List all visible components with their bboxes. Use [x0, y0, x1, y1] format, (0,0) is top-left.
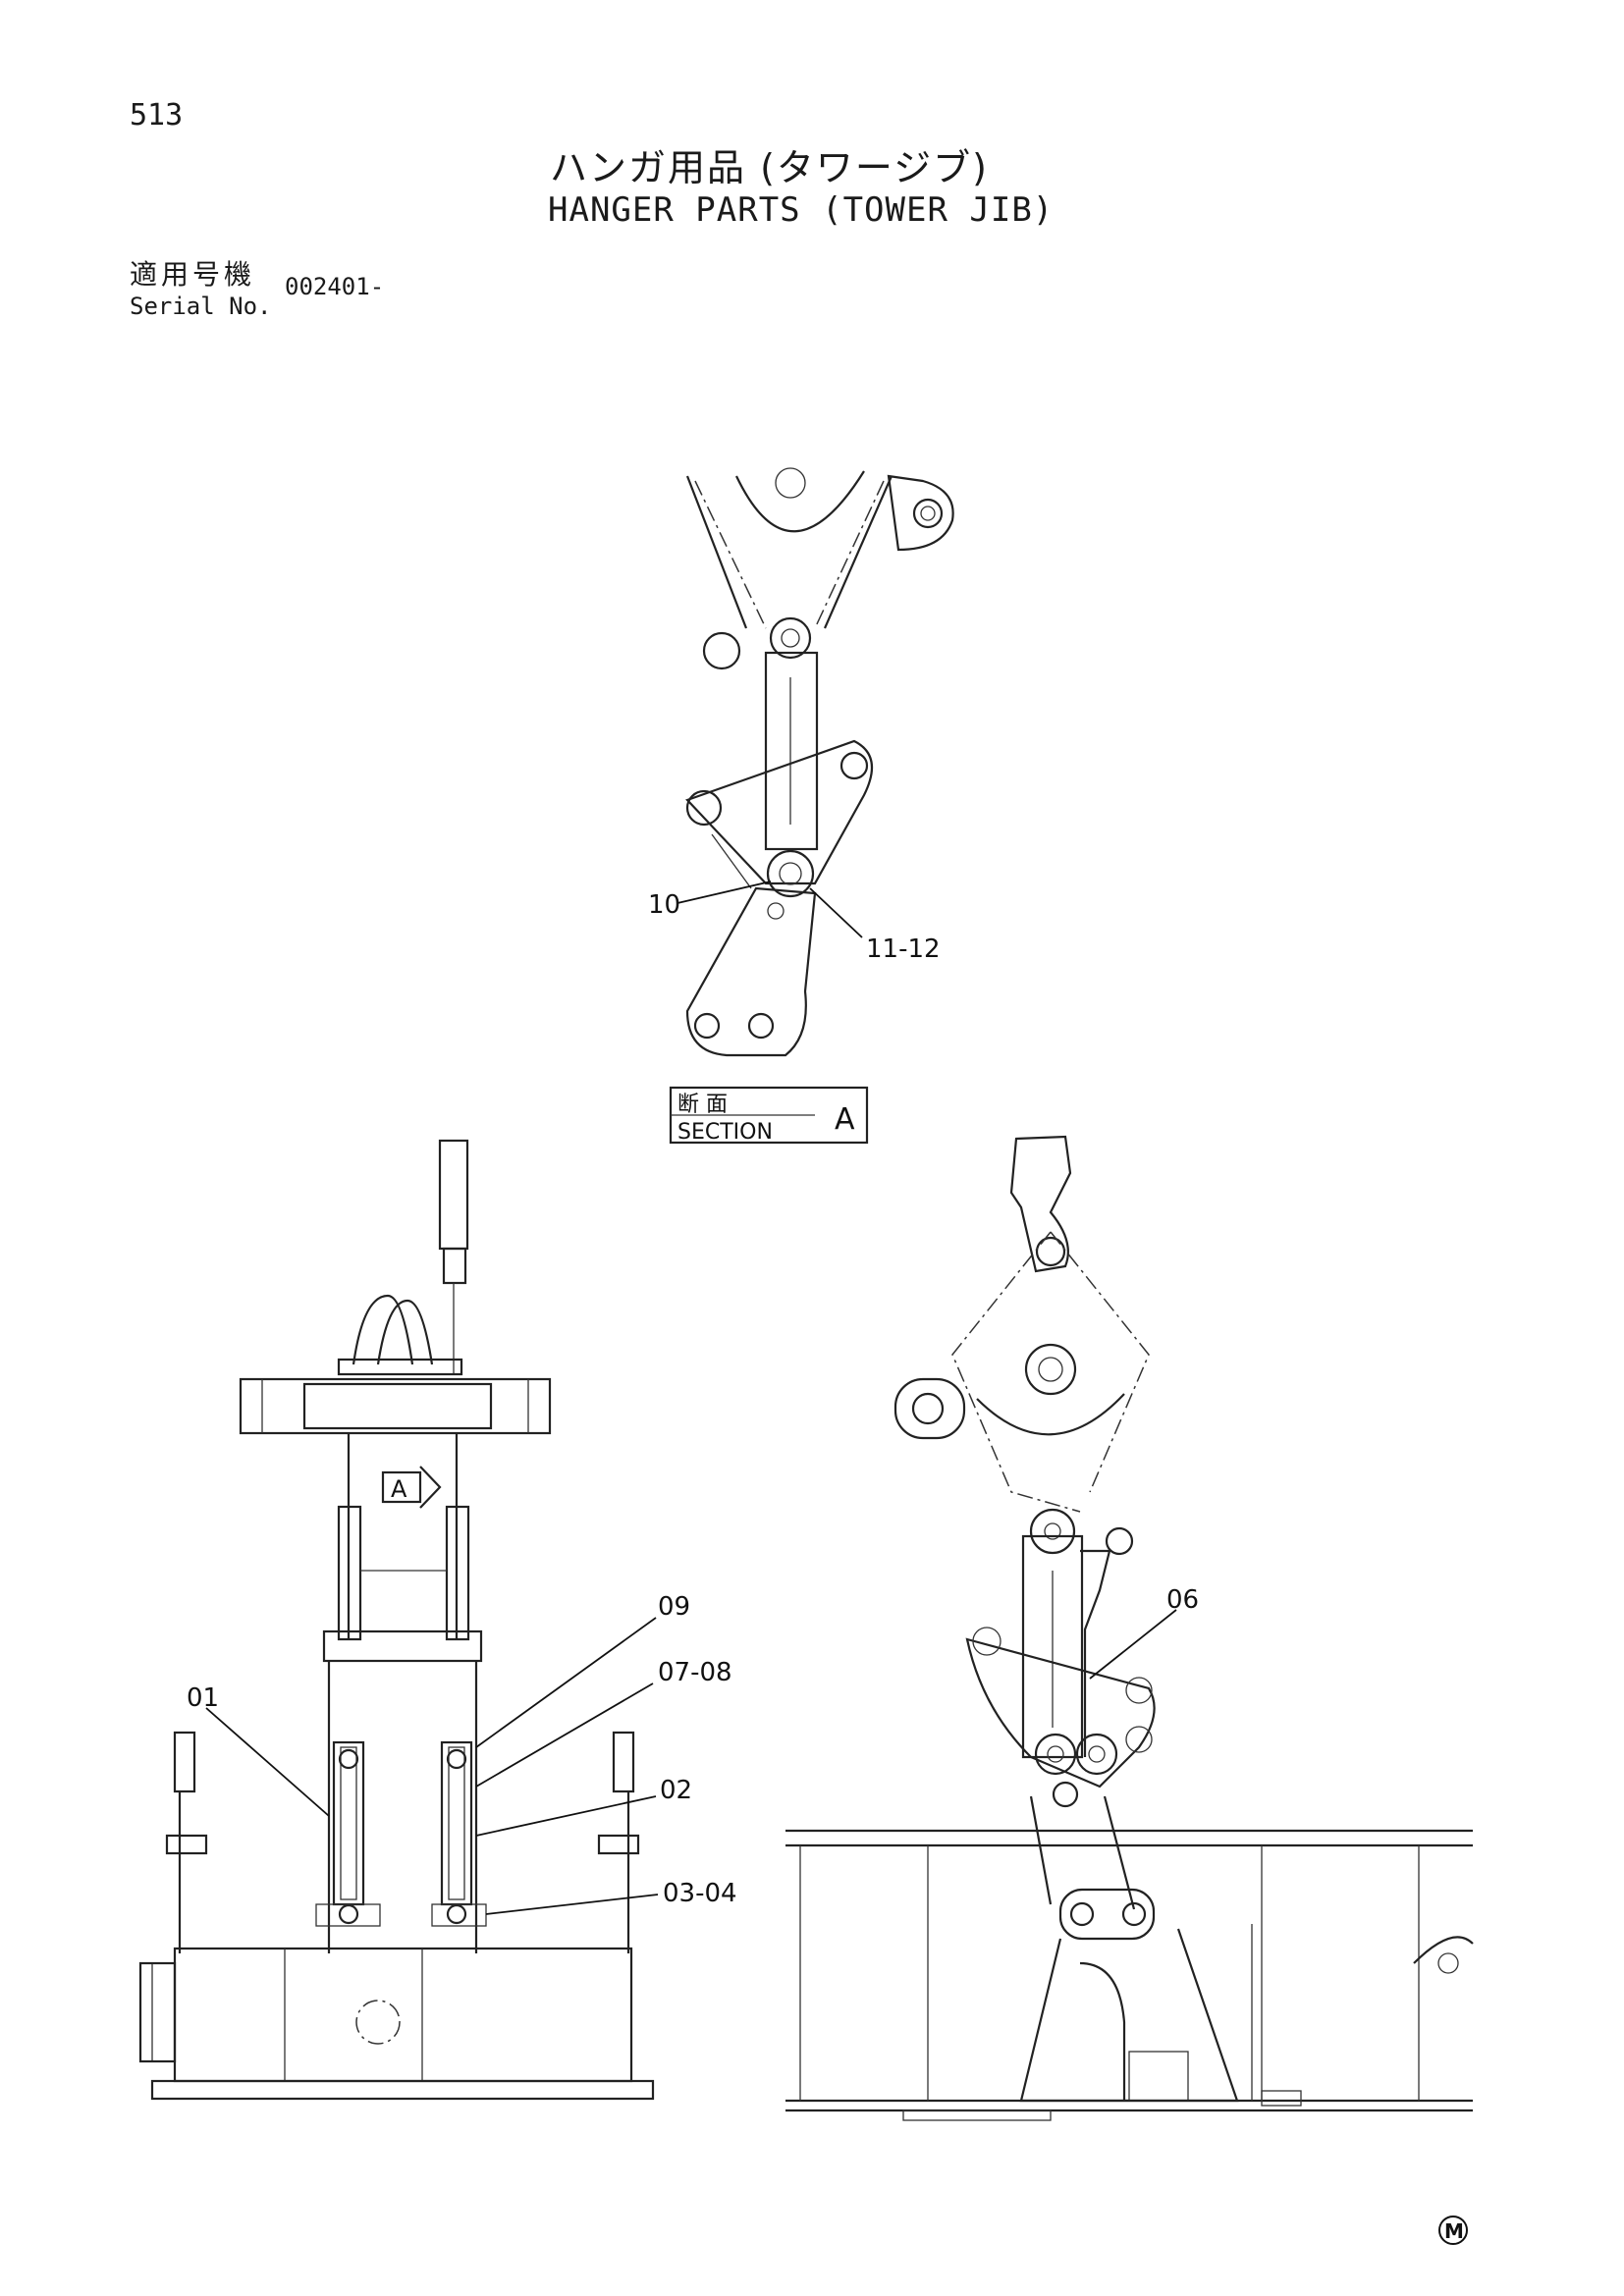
serial-label-english: Serial No.: [130, 293, 272, 320]
section-a-view: 10 11-12: [648, 467, 954, 1057]
leader-10: [677, 881, 772, 904]
section-label-english: SECTION: [677, 1120, 773, 1145]
leader-03-04: [485, 1894, 659, 1915]
callout-11-12: 11-12: [866, 934, 941, 964]
callout-10: 10: [648, 890, 680, 920]
front-view: A: [138, 1139, 737, 2101]
manual-mark-badge: M: [1438, 2216, 1468, 2245]
callout-03-04: 03-04: [663, 1879, 737, 1908]
callout-09: 09: [658, 1592, 690, 1622]
serial-number-value: 002401-: [285, 273, 385, 300]
callout-07-08: 07-08: [658, 1658, 732, 1687]
page-title-japanese: ハンガ用品 (タワージブ): [550, 146, 989, 189]
side-view: 06: [785, 1135, 1474, 2121]
leader-07-08: [475, 1682, 654, 1788]
leader-06: [1089, 1609, 1177, 1680]
callout-06: 06: [1166, 1585, 1199, 1615]
page-title-english: HANGER PARTS (TOWER JIB): [548, 190, 1055, 230]
section-label-letter: A: [835, 1102, 855, 1137]
section-a-label: 断 面 SECTION A: [669, 1086, 869, 1145]
serial-label-japanese: 適用号機: [130, 258, 256, 291]
callout-02: 02: [660, 1776, 692, 1805]
callout-01: 01: [187, 1683, 219, 1713]
leader-09: [475, 1617, 657, 1748]
page-number: 513: [130, 98, 184, 133]
view-arrow-label: A: [391, 1475, 407, 1503]
manual-mark-letter: M: [1444, 2219, 1464, 2243]
section-label-japanese: 断 面: [677, 1093, 728, 1117]
leader-01: [205, 1707, 330, 1817]
leader-11-12: [809, 887, 863, 938]
leader-02: [475, 1795, 657, 1837]
